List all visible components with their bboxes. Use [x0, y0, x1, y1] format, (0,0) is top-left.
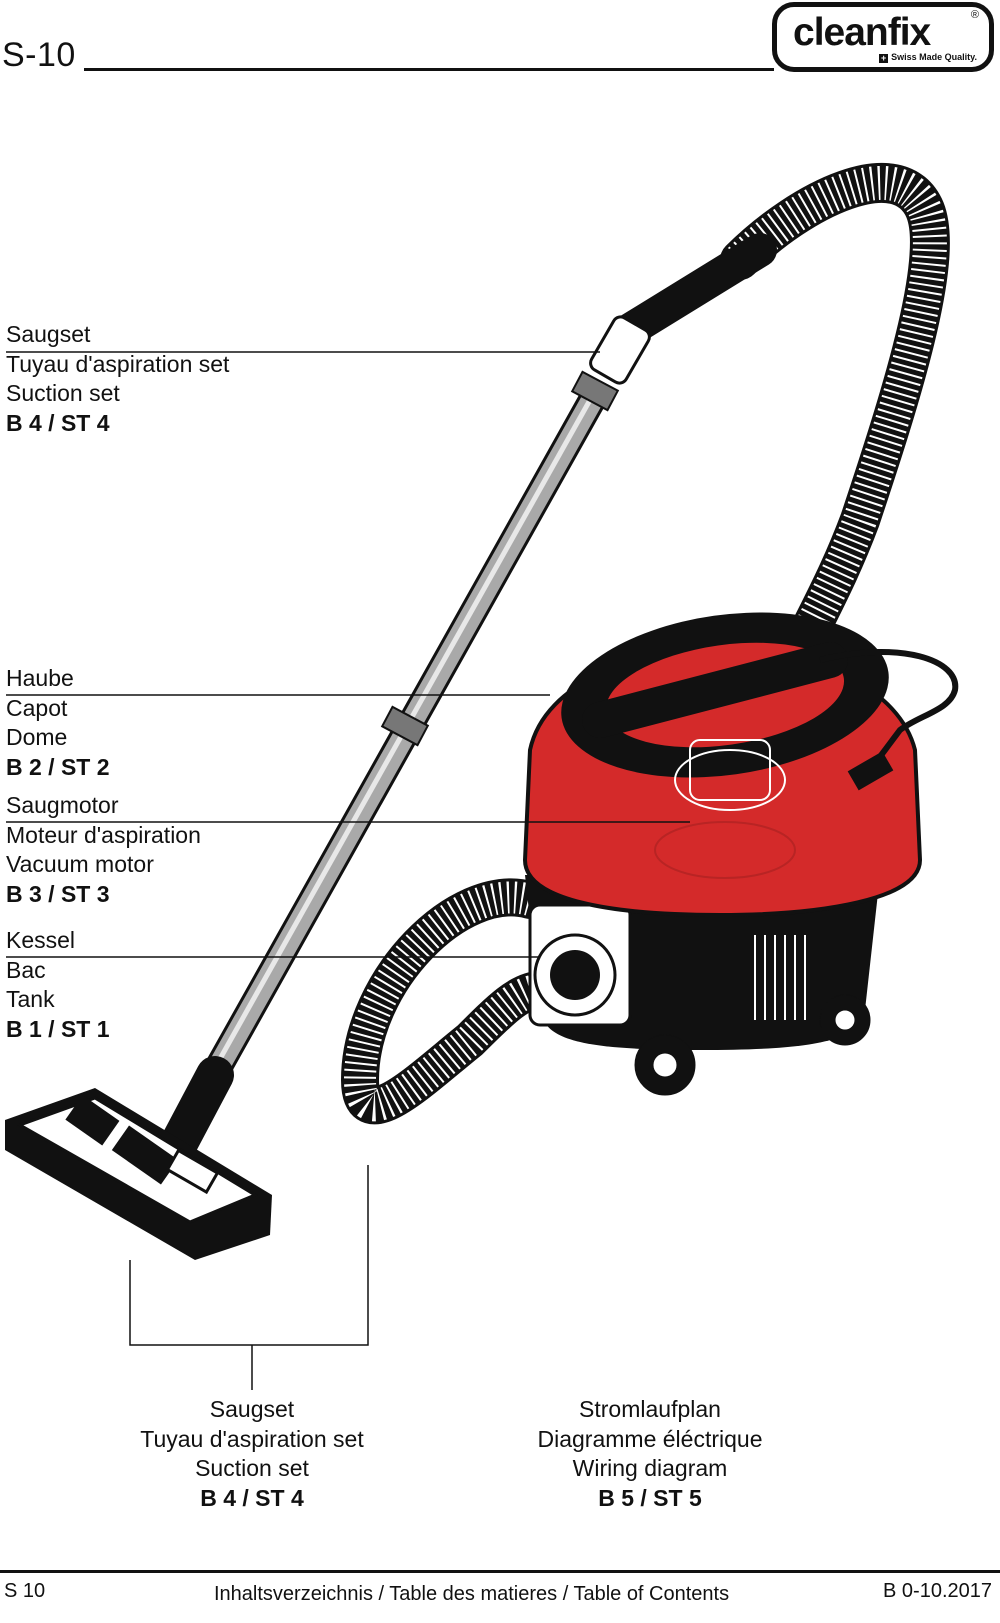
callout-ref: B 4 / ST 4	[6, 409, 110, 436]
callout-line-de: Haube	[6, 665, 74, 691]
callout-vacuum-motor: Saugmotor Moteur d'aspiration Vacuum mot…	[6, 791, 201, 909]
brand-logo: cleanfix ® +Swiss Made Quality.	[772, 2, 994, 72]
brand-tagline: +Swiss Made Quality.	[879, 52, 977, 63]
power-cord	[819, 648, 959, 772]
callout-ref: B 1 / ST 1	[6, 1015, 110, 1042]
motor-outline	[654, 739, 796, 879]
callout-line-fr: Moteur d'aspiration	[6, 821, 201, 848]
callout-line-en: Suction set	[195, 1455, 309, 1481]
callout-wiring-diagram: Stromlaufplan Diagramme éléctrique Wirin…	[500, 1395, 800, 1513]
callout-line-de: Stromlaufplan	[579, 1396, 721, 1422]
swiss-cross-icon: +	[879, 53, 889, 63]
callout-line-en: Tank	[6, 986, 55, 1012]
callout-line-fr: Tuyau d'aspiration set	[6, 350, 230, 377]
callout-line-en: Wiring diagram	[572, 1455, 728, 1481]
model-title: S-10	[2, 36, 76, 74]
callout-ref: B 4 / ST 4	[200, 1484, 304, 1511]
document-reference: B 0-10.2017	[883, 1580, 992, 1602]
footer-toc-title: Inhaltsverzeichnis / Table des matieres …	[214, 1583, 730, 1605]
callout-suction-set-bottom: Saugset Tuyau d'aspiration set Suction s…	[112, 1395, 392, 1513]
title-rule	[84, 68, 774, 71]
callout-tank: Kessel Bac Tank B 1 / ST 1	[6, 926, 110, 1044]
callout-line-de: Saugset	[209, 1396, 295, 1422]
callout-suction-set-top: Saugset Tuyau d'aspiration set Suction s…	[6, 320, 229, 438]
callout-ref: B 3 / ST 3	[6, 880, 110, 907]
callout-ref: B 2 / ST 2	[6, 753, 110, 780]
hose-handle	[613, 233, 777, 347]
registered-mark: ®	[970, 9, 979, 21]
callout-line-de: Kessel	[6, 927, 76, 953]
callout-line-en: Vacuum motor	[6, 851, 154, 877]
callout-ref: B 5 / ST 5	[598, 1484, 702, 1511]
callout-line-de: Saugset	[6, 321, 91, 347]
callout-line-en: Suction set	[6, 380, 120, 406]
callout-line-fr: Tuyau d'aspiration set	[140, 1425, 364, 1452]
footer-rule	[0, 1570, 1000, 1573]
callout-line-en: Dome	[6, 724, 68, 750]
callout-line-fr: Bac	[6, 956, 46, 983]
wheels	[634, 994, 871, 1096]
suction-hose-lower	[340, 878, 559, 1125]
callout-line-fr: Capot	[6, 694, 68, 721]
brand-name: cleanfix	[793, 11, 931, 54]
callout-line-fr: Diagramme éléctrique	[537, 1425, 763, 1452]
page-number: S 10	[4, 1580, 46, 1602]
callout-dome: Haube Capot Dome B 2 / ST 2	[6, 664, 110, 782]
callout-line-de: Saugmotor	[6, 792, 119, 818]
